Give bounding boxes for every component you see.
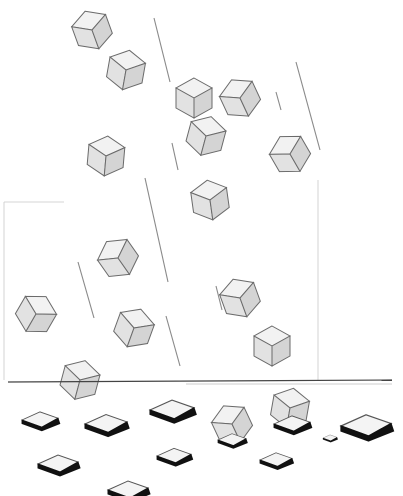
falling-cubes-illustration: [0, 0, 403, 496]
illustration-canvas: [0, 0, 403, 496]
background: [0, 0, 403, 496]
